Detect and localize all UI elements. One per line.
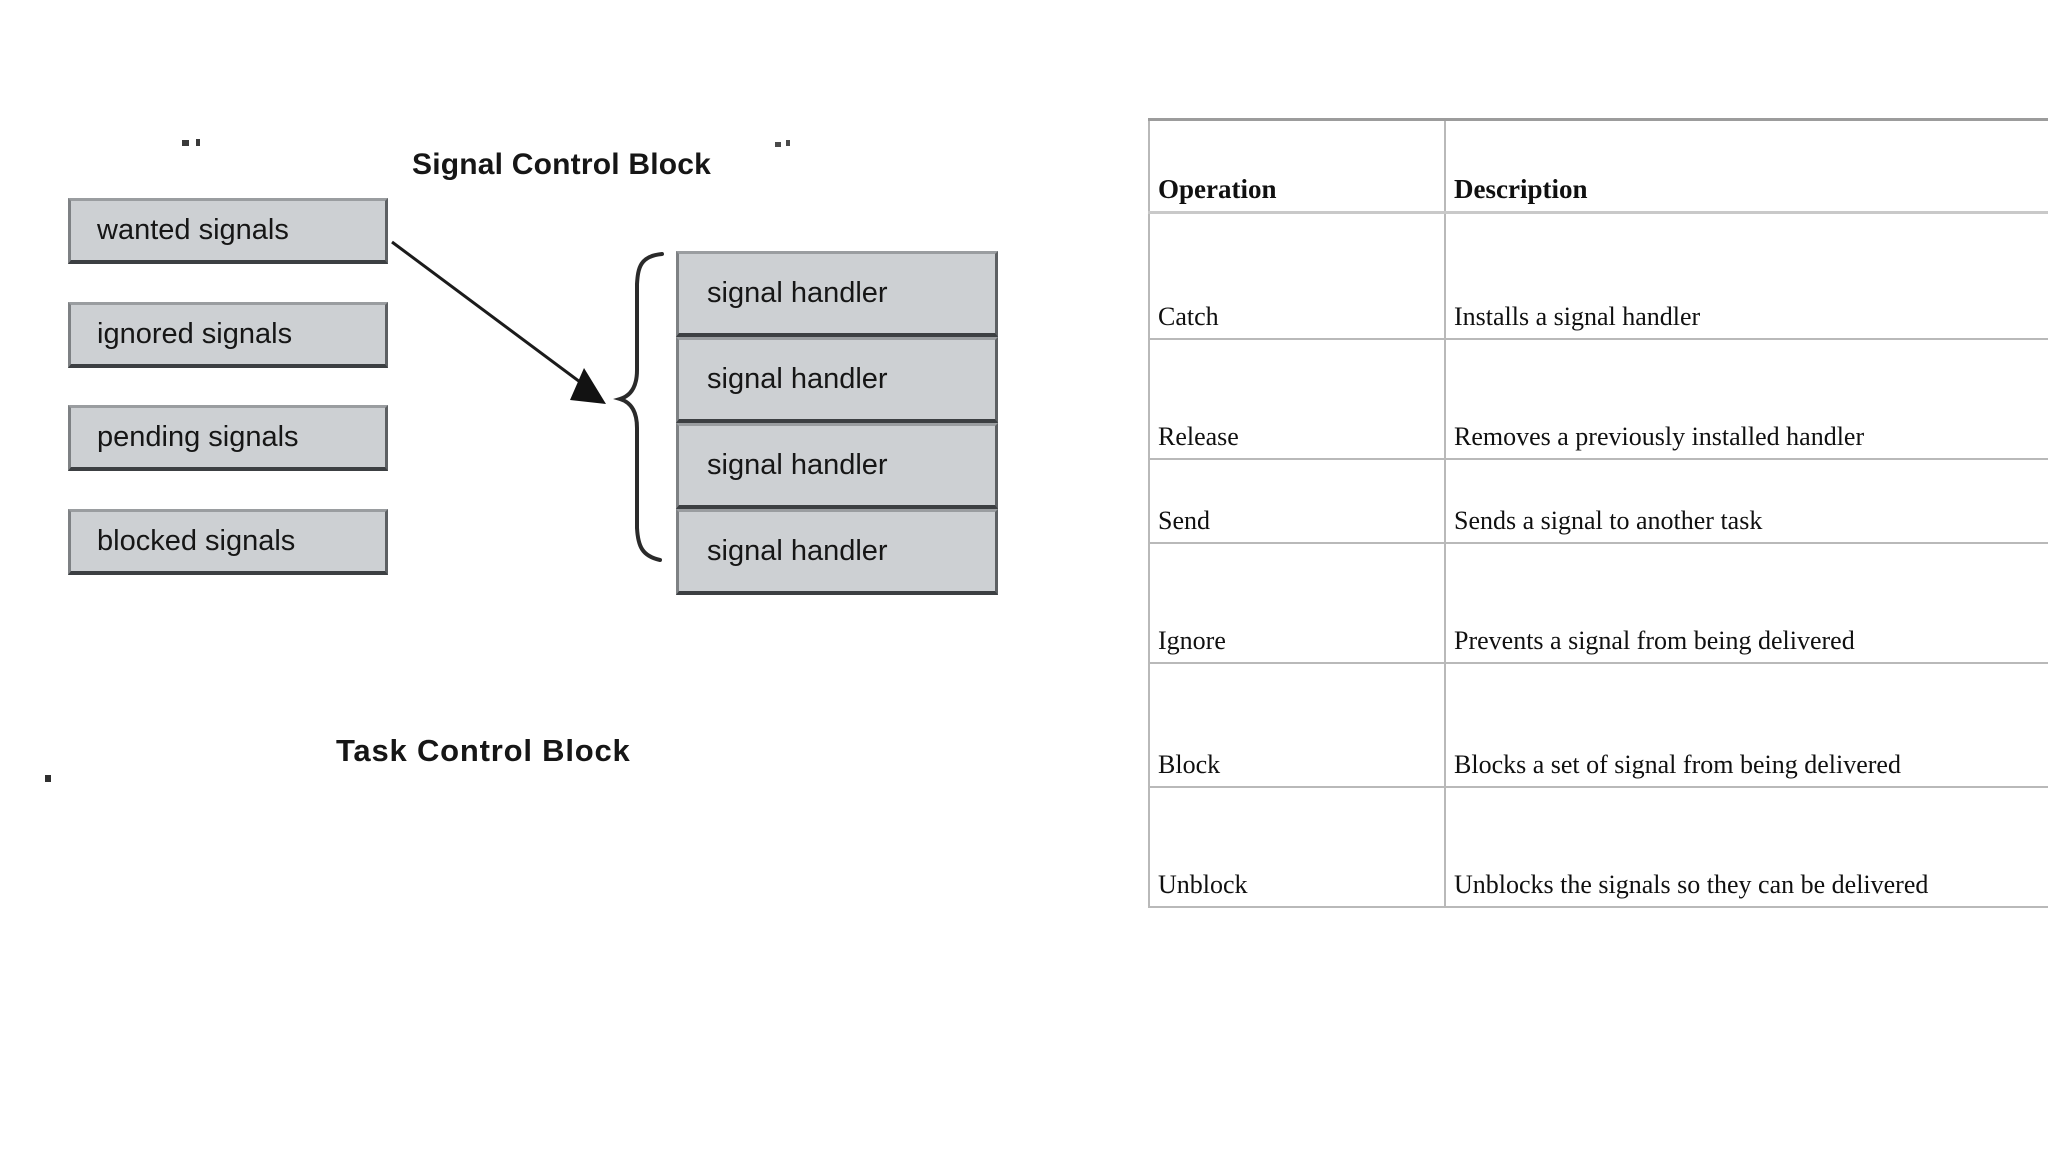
table-header-row: Operation Description xyxy=(1148,118,2048,214)
cell-operation: Ignore xyxy=(1148,542,1446,664)
cell-operation: Block xyxy=(1148,662,1446,788)
signal-handler-label: signal handler xyxy=(707,535,888,567)
tcb-field-label: wanted signals xyxy=(97,214,289,246)
table-row: Block Blocks a set of signal from being … xyxy=(1148,662,2048,788)
tcb-field-pending-signals: pending signals xyxy=(68,405,388,471)
table-row: Send Sends a signal to another task xyxy=(1148,458,2048,544)
cell-operation: Send xyxy=(1148,458,1446,544)
signal-handler-label: signal handler xyxy=(707,363,888,395)
cell-operation: Catch xyxy=(1148,211,1446,340)
signal-operations-table-panel: Operation Description Catch Installs a s… xyxy=(1148,118,2048,908)
signal-control-block-diagram: Signal Control Block wanted signals igno… xyxy=(45,139,998,782)
signal-handler-label: signal handler xyxy=(707,277,888,309)
signal-operations-table: Operation Description Catch Installs a s… xyxy=(1148,118,2048,908)
cell-description: Unblocks the signals so they can be deli… xyxy=(1444,786,2048,908)
tcb-field-label: pending signals xyxy=(97,421,299,453)
signal-handler-box: signal handler xyxy=(676,423,998,509)
table-row: Release Removes a previously installed h… xyxy=(1148,338,2048,460)
cell-description: Prevents a signal from being delivered xyxy=(1444,542,2048,664)
table-row: Ignore Prevents a signal from being deli… xyxy=(1148,542,2048,664)
column-header-operation: Operation xyxy=(1148,118,1446,214)
cell-operation: Unblock xyxy=(1148,786,1446,908)
signal-handler-box: signal handler xyxy=(676,509,998,595)
tcb-field-label: ignored signals xyxy=(97,318,293,350)
signal-handler-label: signal handler xyxy=(707,449,888,481)
task-control-block-title: Task Control Block xyxy=(336,733,631,768)
cell-description: Blocks a set of signal from being delive… xyxy=(1444,662,2048,788)
signal-control-block-title: Signal Control Block xyxy=(412,148,712,181)
column-header-description: Description xyxy=(1444,118,2048,214)
cell-operation: Release xyxy=(1148,338,1446,460)
cell-description: Installs a signal handler xyxy=(1444,211,2048,340)
tcb-field-wanted-signals: wanted signals xyxy=(68,198,388,264)
signal-handler-box: signal handler xyxy=(676,337,998,423)
tcb-field-label: blocked signals xyxy=(97,525,296,557)
tcb-field-blocked-signals: blocked signals xyxy=(68,509,388,575)
tcb-field-ignored-signals: ignored signals xyxy=(68,302,388,368)
cell-description: Removes a previously installed handler xyxy=(1444,338,2048,460)
cell-description: Sends a signal to another task xyxy=(1444,458,2048,544)
table-row: Catch Installs a signal handler xyxy=(1148,211,2048,340)
table-row: Unblock Unblocks the signals so they can… xyxy=(1148,786,2048,908)
signal-handler-box: signal handler xyxy=(676,251,998,337)
